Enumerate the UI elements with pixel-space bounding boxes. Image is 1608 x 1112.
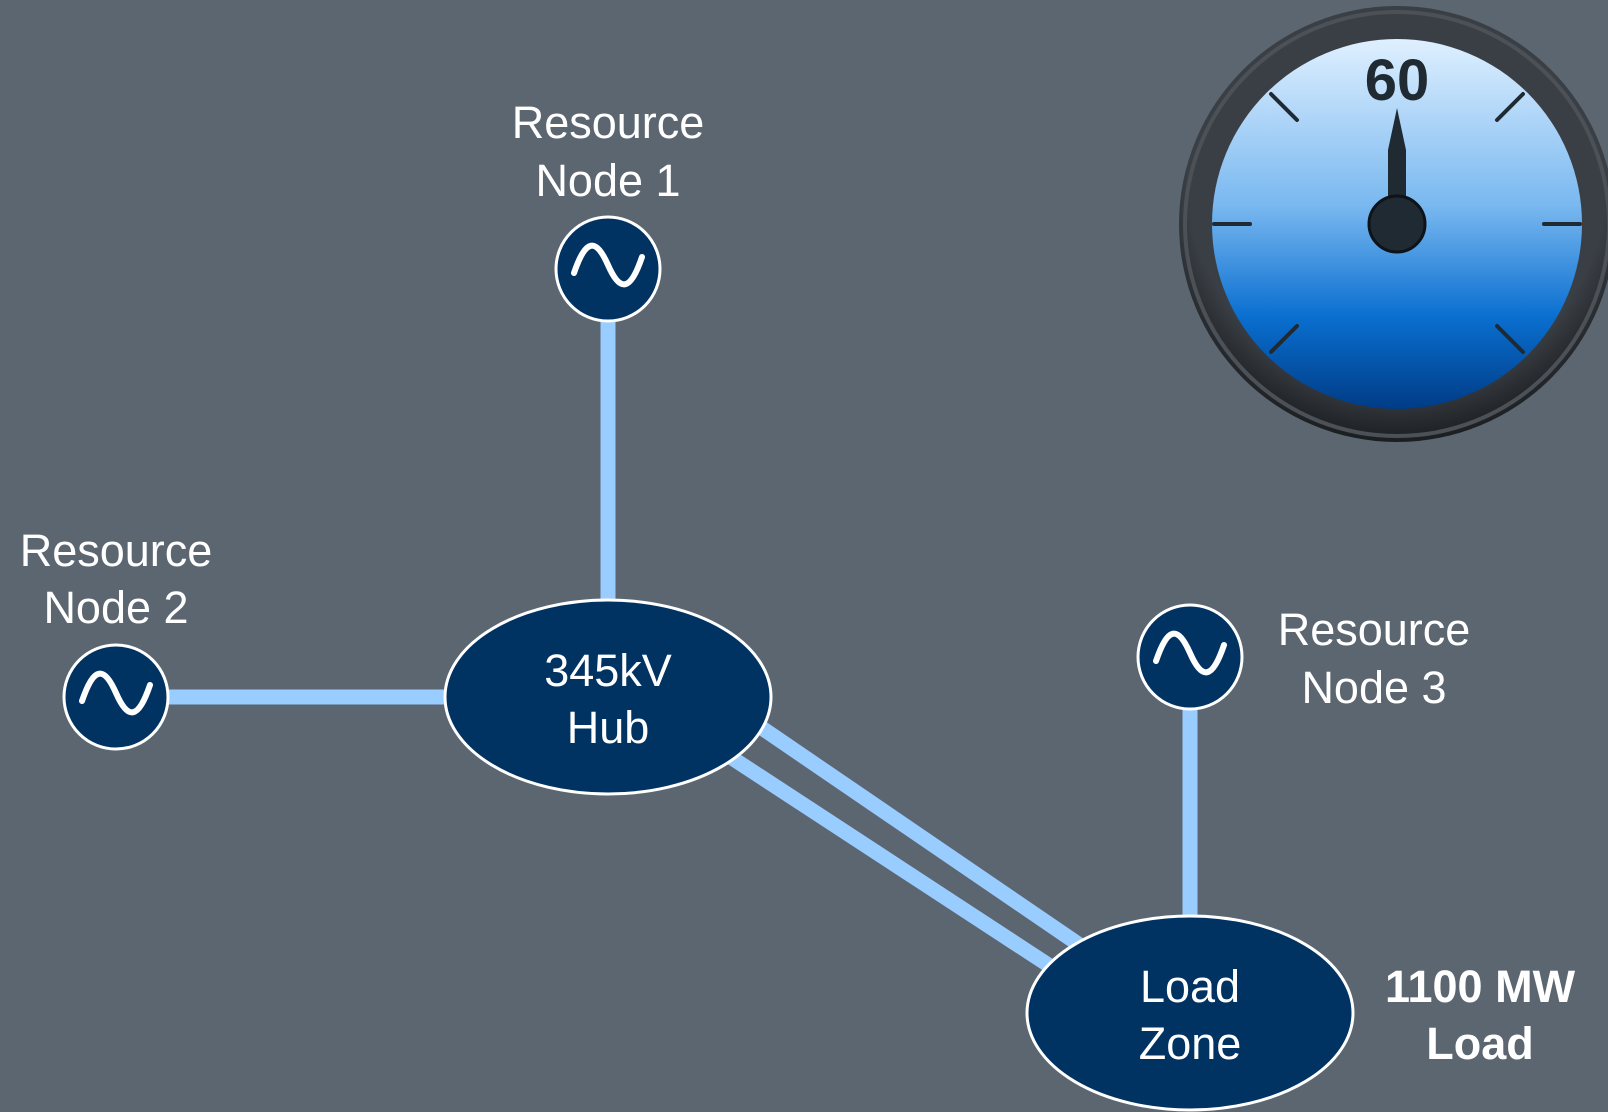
line-hub-to-loadzone-b xyxy=(727,751,1061,977)
load-caption: Load xyxy=(1426,1018,1534,1069)
gauge-tick-lower-right xyxy=(1495,324,1525,354)
gauge-hub xyxy=(1367,194,1427,254)
resource-node-3[interactable]: Resource Node 3 xyxy=(1136,603,1471,713)
gauge-ticks xyxy=(1212,92,1582,354)
hub-label-2: Hub xyxy=(567,702,650,753)
gauge-tick-upper-left xyxy=(1269,92,1299,122)
resource-node-1[interactable]: Resource Node 1 xyxy=(512,97,705,323)
transmission-lines xyxy=(168,318,1198,977)
line-hub-to-loadzone-a xyxy=(751,717,1089,955)
hub-label: 345kV xyxy=(544,645,672,696)
load-zone-label-2: Zone xyxy=(1139,1018,1242,1069)
gauge-tick-upper-right xyxy=(1495,92,1525,122)
frequency-gauge: 60 xyxy=(1179,6,1608,442)
resource-node-2-label: Resource xyxy=(20,525,213,576)
gauge-value-label: 60 xyxy=(1365,48,1430,113)
ac-generator-icon xyxy=(79,670,153,716)
resource-node-1-label-2: Node 1 xyxy=(535,155,680,206)
gauge-bezel-rim xyxy=(1183,10,1608,438)
resource-node-1-label: Resource xyxy=(512,97,705,148)
load-value: 1100 MW xyxy=(1385,961,1576,1012)
load-annotation: 1100 MW Load xyxy=(1385,961,1576,1069)
hub-node[interactable]: 345kV Hub xyxy=(443,598,773,796)
ac-generator-icon xyxy=(571,242,645,288)
load-zone-node[interactable]: Load Zone xyxy=(1025,914,1355,1112)
load-zone-label: Load xyxy=(1140,961,1240,1012)
resource-node-3-label-2: Node 3 xyxy=(1301,662,1446,713)
gauge-needle xyxy=(1388,108,1406,222)
hub-ellipse[interactable] xyxy=(443,598,773,796)
gauge-tick-lower-left xyxy=(1269,324,1299,354)
load-zone-ellipse[interactable] xyxy=(1025,914,1355,1112)
ac-generator-icon xyxy=(1153,630,1227,676)
resource-node-3-label: Resource xyxy=(1278,604,1471,655)
resource-node-2[interactable]: Resource Node 2 xyxy=(20,525,213,751)
resource-node-2-label-2: Node 2 xyxy=(43,582,188,633)
